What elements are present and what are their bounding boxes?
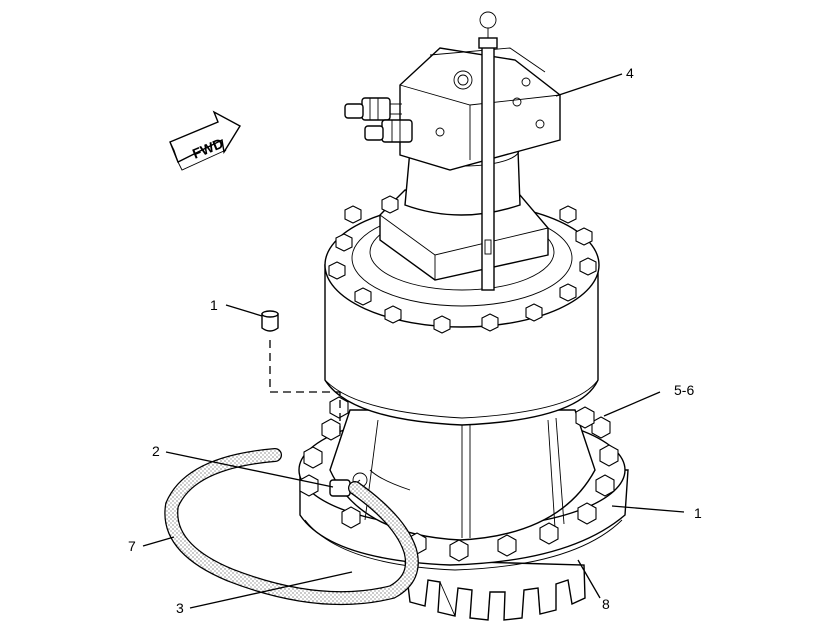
fwd-arrow: FWD bbox=[169, 110, 241, 171]
hydraulic-fitting-upper bbox=[344, 97, 402, 121]
leader-lines bbox=[142, 73, 685, 609]
breather-plug bbox=[261, 310, 341, 440]
callout-1-right: 1 bbox=[694, 505, 702, 521]
callout-4: 4 bbox=[626, 65, 634, 81]
callout-8: 8 bbox=[602, 596, 610, 612]
callouts: 1 2 3 4 5-6 7 1 8 bbox=[128, 65, 702, 616]
callout-3: 3 bbox=[176, 600, 184, 616]
drain-hose bbox=[164, 448, 419, 606]
callout-2: 2 bbox=[152, 443, 160, 459]
callout-7: 7 bbox=[128, 538, 136, 554]
hydraulic-fitting-lower bbox=[364, 119, 413, 143]
gear-housing bbox=[329, 409, 596, 541]
motor-block bbox=[379, 47, 561, 281]
callout-5-6: 5-6 bbox=[674, 382, 694, 398]
dipstick-rod bbox=[478, 11, 498, 291]
lower-bolt-ring bbox=[299, 396, 619, 562]
pinion-gear bbox=[404, 559, 586, 621]
upper-bolt-ring bbox=[328, 195, 597, 334]
callout-1-top: 1 bbox=[210, 297, 218, 313]
